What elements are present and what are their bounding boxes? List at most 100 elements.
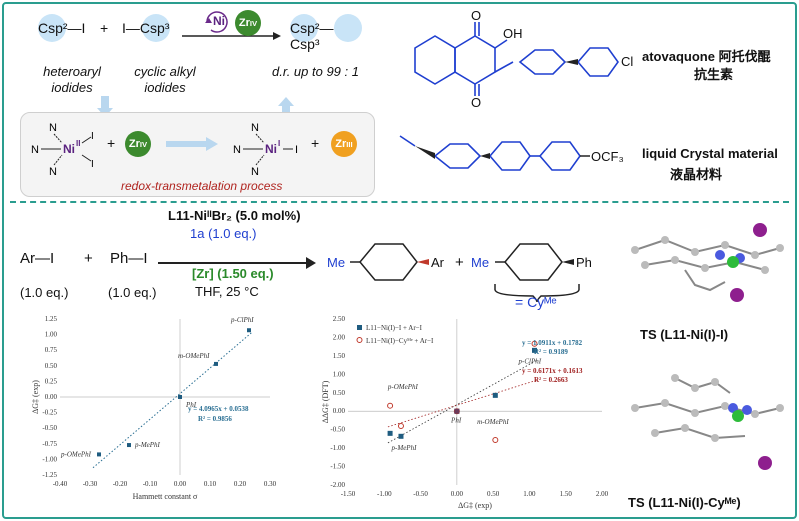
series2-point [397, 422, 404, 429]
x-tick-label: 0.00 [451, 490, 464, 498]
x-tick-label: 1.00 [523, 490, 536, 498]
ni-catalyst-label: Ni [213, 14, 225, 28]
ni-i-complex: N N N Ni I I [233, 122, 298, 178]
legend-circle [356, 337, 363, 343]
y-axis-label: ΔΔG‡ (DFT) [322, 380, 330, 423]
fit-line-1 [387, 360, 537, 444]
phi-point [454, 408, 460, 414]
x-tick-label: 2.00 [596, 490, 609, 498]
svg-text:Ni: Ni [63, 142, 75, 156]
hammett-chart: 1.251.000.750.500.250.00-0.25-0.50-0.75-… [31, 315, 277, 501]
y-tick-label: 0.00 [45, 393, 58, 401]
svg-text:I: I [295, 144, 298, 156]
reactant-csp2-iodide: Csp²—I [38, 20, 86, 36]
plus-sign: + [100, 20, 109, 36]
svg-text:I: I [91, 159, 94, 170]
fit-r2-1: R² = 0.9189 [534, 348, 568, 356]
y-axis-label: ΔG‡ (exp) [31, 380, 40, 414]
redox-arrow [166, 137, 218, 151]
fit-eq-1: y = 1.0911x + 0.1782 [522, 339, 583, 347]
ph-eq: (1.0 eq.) [108, 285, 157, 300]
atovaquone-cl: Cl [621, 54, 633, 69]
fit-r2: R² = 0.9856 [198, 415, 232, 423]
series1-point [532, 347, 538, 353]
x-tick-label: -0.10 [143, 480, 158, 488]
atovaquone-label: atovaquone 阿托伐醌 [642, 49, 771, 64]
atovaquone-oh: OH [503, 26, 523, 41]
x-tick-label: -1.50 [341, 490, 356, 498]
x-tick-label: 0.00 [174, 480, 187, 488]
data-point [127, 443, 131, 448]
redox-label: redox-transmetalation process [121, 179, 283, 193]
label-iodides-2: iodides [144, 80, 186, 95]
box-plus-1: + [107, 135, 116, 151]
svg-text:I: I [278, 139, 280, 148]
legend-series2: L11−Ni(I)−Cyᴹᵉ + Ar−I [366, 337, 434, 345]
reaction-plus-1: + [84, 250, 93, 267]
atovaquone-o-top: O [471, 8, 481, 23]
series1-point [492, 392, 498, 398]
point-label: p-OMePhI [60, 450, 92, 458]
point-label: m-OMePhI [178, 352, 210, 360]
dr-label: d.r. up to 99 : 1 [272, 64, 359, 79]
y-tick-label: 1.50 [333, 352, 346, 360]
data-point [214, 361, 218, 366]
liquid-crystal-label: liquid Crystal material [642, 146, 778, 161]
atovaquone-structure: O O OH Cl [414, 8, 633, 108]
svg-text:N: N [233, 144, 241, 156]
x-tick-label: 0.30 [264, 480, 277, 488]
reaction-arrow-line [158, 262, 308, 264]
legend-square [357, 325, 362, 330]
box-plus-2: + [311, 135, 320, 151]
svg-text:II: II [76, 139, 80, 148]
series2-point [531, 340, 538, 347]
catalyst-loading: L11-NiᴵᴵBr₂ (5.0 mol%) [168, 208, 301, 223]
svg-text:Ni: Ni [265, 142, 277, 156]
product2-ph: Ph [576, 255, 592, 270]
label-iodides-1: iodides [51, 80, 93, 95]
y-tick-label: -0.25 [42, 409, 57, 417]
csp3-highlight [142, 14, 170, 42]
y-tick-label: 2.50 [333, 315, 346, 323]
product-csp2-highlight [290, 14, 318, 42]
y-tick-label: 1.00 [333, 370, 346, 378]
svg-text:N: N [49, 122, 57, 134]
svg-text:N: N [251, 166, 259, 178]
section-divider [10, 201, 789, 203]
csp2-highlight [38, 14, 66, 42]
product2-me: Me [471, 255, 489, 270]
box-zr-ox: IV [139, 139, 148, 149]
zr3-ox: III [346, 139, 353, 149]
reactant-csp3-iodide: I—Csp³ [122, 20, 170, 36]
ph-iodide: Ph—I [110, 250, 148, 267]
y-tick-label: 0.75 [45, 346, 58, 354]
svg-text:N: N [251, 122, 259, 134]
fit-line-2 [387, 379, 537, 428]
x-tick-label: -1.00 [377, 490, 392, 498]
y-tick-label: -1.00 [330, 444, 345, 452]
ts2-label: TS (L11-Ni(I)-Cyᴹᵉ) [628, 495, 741, 510]
label-heteroaryl: heteroaryl [43, 64, 101, 79]
products-structures: Me Ar + Me Ph [327, 243, 592, 303]
x-tick-label: 0.20 [234, 480, 247, 488]
ts1-model-image [631, 223, 784, 302]
fit-r2-2: R² = 0.2663 [534, 376, 568, 384]
series1-point [387, 430, 393, 436]
y-tick-label: -0.50 [42, 424, 57, 432]
series2-point [387, 402, 394, 409]
x-tick-label: 0.10 [204, 480, 217, 488]
reaction-plus-2: + [455, 254, 464, 271]
y-tick-label: 1.00 [45, 331, 58, 339]
y-tick-label: 0.50 [333, 389, 346, 397]
reaction-arrow-head [306, 257, 316, 269]
fit-eq-2: y = 0.6171x + 0.1613 [522, 367, 583, 375]
y-tick-label: -0.75 [42, 440, 57, 448]
y-tick-label: -1.00 [42, 455, 57, 463]
x-axis-label: ΔG‡ (exp) [458, 501, 492, 510]
y-tick-label: 1.25 [45, 315, 58, 323]
point-label: PhI [450, 416, 462, 424]
